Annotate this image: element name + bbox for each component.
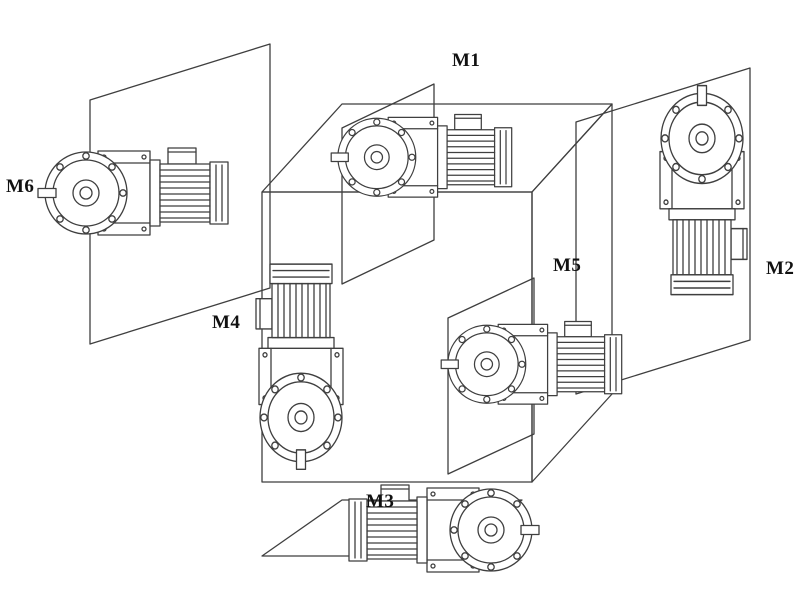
mounting-plane-m6 (89, 43, 271, 345)
position-label-m4: M4 (212, 312, 241, 333)
position-label-m5: M5 (553, 255, 582, 276)
gearmotor-m1 (330, 113, 513, 198)
position-label-m6: M6 (6, 176, 35, 197)
position-label-m1: M1 (452, 50, 481, 71)
gearmotor-m5 (440, 320, 623, 405)
position-label-m3: M3 (366, 491, 395, 512)
mounting-plane-m5 (447, 277, 535, 475)
position-label-m2: M2 (766, 258, 795, 279)
mounting-plane-m1 (341, 83, 435, 285)
mounting-plane-m2 (575, 67, 751, 395)
gearmotor-m4 (255, 263, 344, 471)
line-art (37, 43, 751, 573)
gearmotor-m6 (37, 147, 229, 236)
gearmotor-m2 (659, 84, 748, 296)
